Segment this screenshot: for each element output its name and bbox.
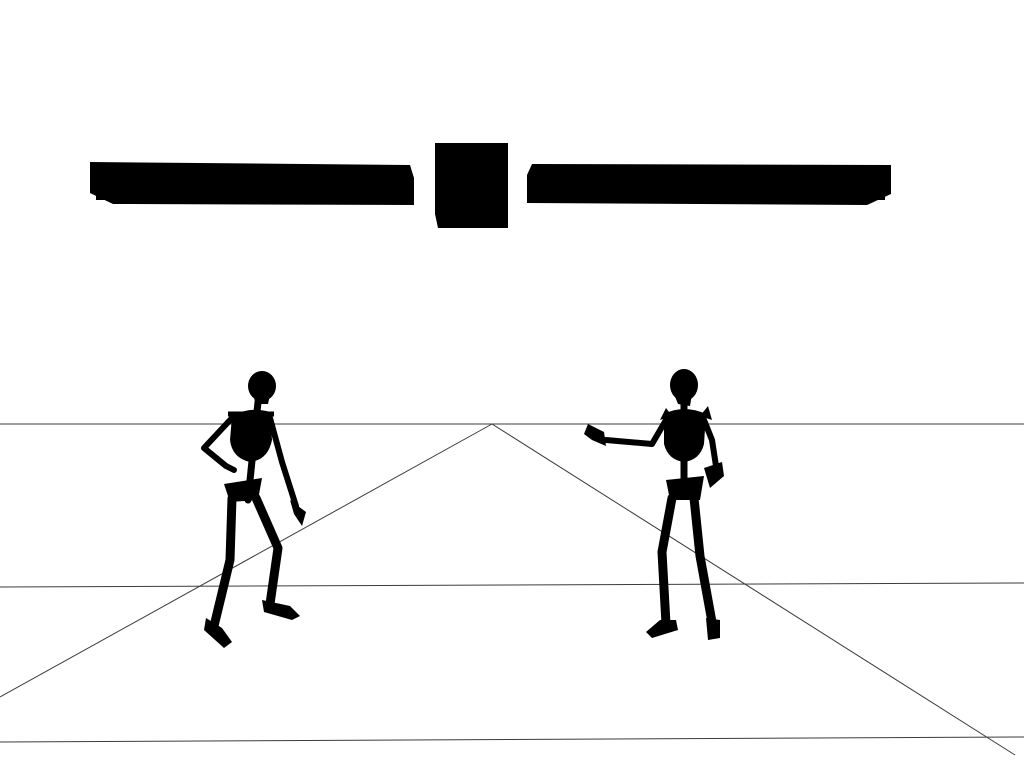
player2-health-fill xyxy=(533,168,885,200)
fighter-left-arm-back xyxy=(201,415,237,473)
hud xyxy=(90,143,891,228)
fighter-right-foot-front xyxy=(706,618,720,640)
player1-health-bar xyxy=(90,162,414,205)
fighter-right-shoulder-left xyxy=(660,408,672,420)
fighter-right-hand-back xyxy=(704,462,724,488)
player2-health-bar xyxy=(527,164,891,205)
floor-diagonal-right xyxy=(491,423,1016,756)
fighter-right-ribcage xyxy=(664,409,706,462)
fighter-right-leg-back xyxy=(657,493,677,629)
fighter-right-arm-back xyxy=(701,417,719,469)
fighter-right-hand-front xyxy=(584,424,606,446)
player1-health-fill xyxy=(96,168,408,200)
fighter-left[interactable] xyxy=(201,371,306,648)
fighter-left-ribcage xyxy=(230,409,272,462)
floor-mid-line xyxy=(0,582,1024,588)
fighter-right[interactable] xyxy=(584,369,724,640)
floor-front-line xyxy=(0,736,1024,743)
fighter-right-leg-front xyxy=(689,493,717,627)
fighter-left-foot-back xyxy=(204,618,232,648)
fighter-right-jaw xyxy=(674,394,692,406)
floor-diagonal-left xyxy=(0,423,493,698)
fighter-left-foot-front xyxy=(262,600,300,620)
fighter-left-hand-front xyxy=(290,500,306,526)
fighter-right-shoulder-right xyxy=(700,406,712,420)
fighter-right-skull xyxy=(670,369,698,401)
fighter-right-arm-front xyxy=(603,417,669,447)
timer-box xyxy=(435,143,508,228)
fighter-left-arm-front xyxy=(267,415,299,509)
round-timer xyxy=(435,143,508,228)
arena-floor xyxy=(0,423,1024,756)
fighter-left-leg-back xyxy=(209,493,237,631)
fighter-left-leg-front xyxy=(251,493,283,609)
fighter-right-foot-back xyxy=(646,620,678,638)
